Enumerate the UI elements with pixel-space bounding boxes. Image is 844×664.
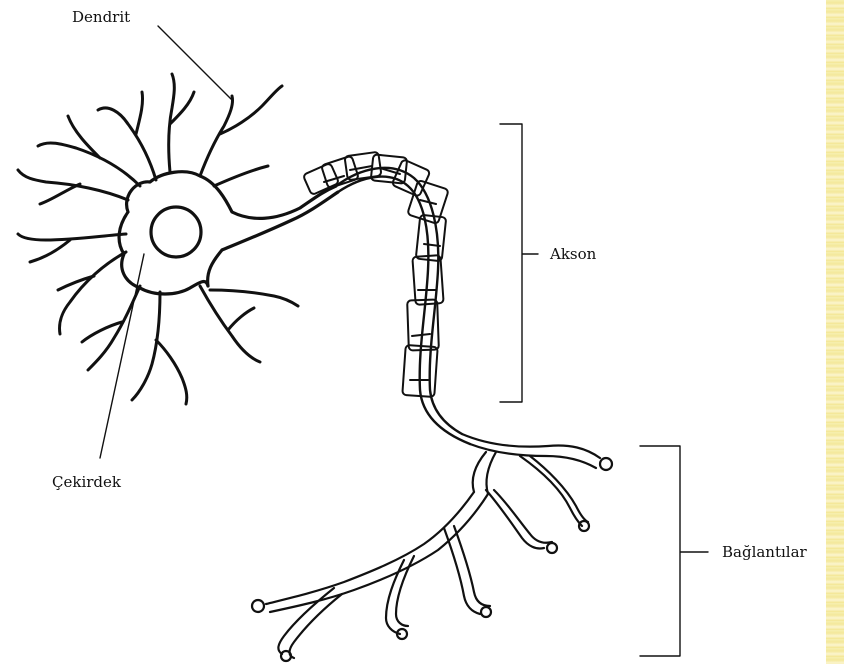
dendrite-label: Dendrit bbox=[72, 8, 130, 26]
nucleus-label: Çekirdek bbox=[52, 473, 122, 491]
axon-terminals bbox=[252, 434, 612, 661]
terminals-label: Bağlantılar bbox=[722, 543, 808, 561]
soma bbox=[119, 172, 338, 294]
axon bbox=[303, 152, 470, 444]
axon-label: Akson bbox=[549, 245, 597, 263]
dendrites bbox=[18, 74, 298, 404]
axon-bracket bbox=[500, 124, 538, 402]
nucleus-leader-line bbox=[100, 254, 144, 458]
terminals-bracket bbox=[640, 446, 708, 656]
dendrite-leader-line bbox=[158, 26, 232, 100]
nucleus-circle bbox=[151, 207, 201, 257]
